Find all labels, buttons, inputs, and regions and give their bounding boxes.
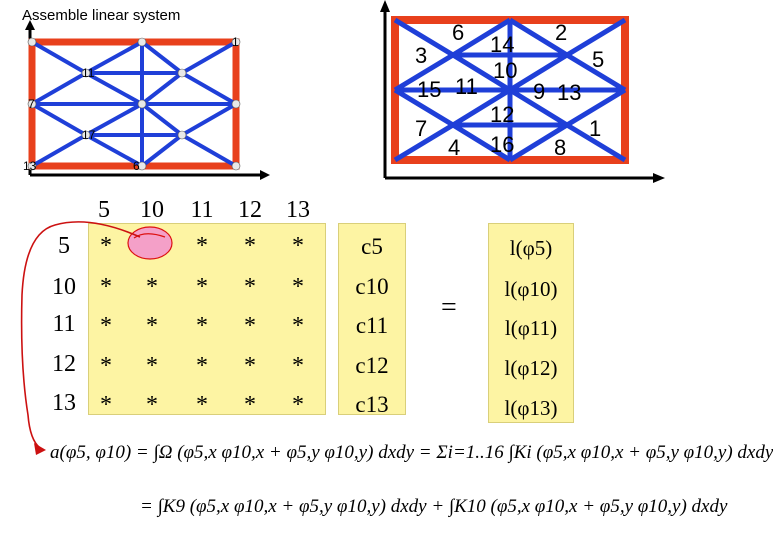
row-header: 13 <box>52 390 76 416</box>
col-header: 10 <box>140 197 164 223</box>
matrix-cell: * <box>196 313 208 339</box>
matrix-cell: * <box>196 233 208 259</box>
unknown-entry: c11 <box>355 313 389 338</box>
matrix-cell: * <box>100 353 112 379</box>
left-node-label: 7 <box>28 97 35 111</box>
rhs-entry: l(φ10) <box>504 277 558 301</box>
matrix-cell: * <box>292 392 304 418</box>
matrix-cell: * <box>146 313 158 339</box>
matrix-cell: * <box>292 313 304 339</box>
matrix-cell: * <box>100 313 112 339</box>
matrix-cell: * <box>196 392 208 418</box>
matrix-cell: * <box>100 274 112 300</box>
matrix-cell: * <box>196 353 208 379</box>
matrix-cell: * <box>292 353 304 379</box>
left-node-label: 13 <box>23 159 37 173</box>
triangle-label: 6 <box>452 20 464 45</box>
matrix-cell: * <box>146 353 158 379</box>
rhs-entry: l(φ12) <box>504 356 558 380</box>
matrix-cell: * <box>244 274 256 300</box>
rhs-entry: l(φ5) <box>509 236 553 260</box>
col-header: 13 <box>286 197 310 223</box>
left-node-label: 17 <box>82 128 96 142</box>
col-header: 12 <box>238 197 262 223</box>
matrix-cell: * <box>100 233 112 259</box>
highlighted-entry <box>127 226 173 260</box>
triangle-label: 8 <box>554 135 566 160</box>
matrix-cell: * <box>146 392 158 418</box>
triangle-label: 3 <box>415 43 427 68</box>
unknown-entry: c13 <box>355 392 389 417</box>
matrix-cell: * <box>244 392 256 418</box>
rhs-entry: l(φ11) <box>504 316 558 340</box>
matrix-cell: * <box>100 392 112 418</box>
right-edges <box>393 17 627 163</box>
matrix-cell: * <box>292 274 304 300</box>
unknown-entry: c5 <box>361 234 383 259</box>
triangle-label: 15 <box>417 77 441 102</box>
left-edges <box>31 40 237 168</box>
triangle-label: 12 <box>490 102 514 127</box>
unknown-vector-panel <box>338 223 406 415</box>
row-header: 5 <box>58 233 70 259</box>
unknown-entry: c10 <box>355 274 389 299</box>
left-mesh: 13 7 1 17 11 6 <box>23 20 270 180</box>
matrix-panel <box>88 223 326 415</box>
matrix-cell: * <box>196 274 208 300</box>
triangle-label: 1 <box>589 116 601 141</box>
triangle-label: 7 <box>415 116 427 141</box>
triangle-label: 5 <box>592 47 604 72</box>
col-header: 5 <box>98 197 110 223</box>
triangle-label: 11 <box>455 74 478 99</box>
triangle-label: 10 <box>493 58 517 83</box>
triangle-label: 13 <box>557 80 581 105</box>
left-node-label: 6 <box>133 159 140 173</box>
equals-sign: = <box>441 292 457 323</box>
row-header: 12 <box>52 351 76 377</box>
row-header: 11 <box>52 311 76 337</box>
matrix-cell: * <box>292 233 304 259</box>
col-header: 11 <box>190 197 214 223</box>
left-node-label: 1 <box>232 35 239 49</box>
right-axes <box>380 0 665 183</box>
matrix-cell: * <box>244 233 256 259</box>
formula-line-2: = ∫K9 (φ5,x φ10,x + φ5,y φ10,y) dxdy + ∫… <box>140 496 728 517</box>
triangle-label: 4 <box>448 135 460 160</box>
triangle-label: 16 <box>490 132 514 157</box>
matrix-cell: * <box>244 313 256 339</box>
rhs-entry: l(φ13) <box>504 396 558 420</box>
left-nodes <box>27 37 241 171</box>
row-header: 10 <box>52 274 76 300</box>
triangle-label: 9 <box>533 79 545 104</box>
left-node-label: 11 <box>82 66 95 80</box>
matrix-cell: * <box>146 274 158 300</box>
page-title: Assemble linear system <box>22 7 181 24</box>
formula-line-1: a(φ5, φ10) = ∫Ω (φ5,x φ10,x + φ5,y φ10,y… <box>50 442 773 463</box>
annotation-arrow <box>20 221 141 455</box>
right-mesh: 6 14 2 3 10 5 15 11 9 13 12 7 16 1 4 8 <box>380 0 665 183</box>
triangle-label: 2 <box>555 20 567 45</box>
matrix-cell: * <box>244 353 256 379</box>
unknown-entry: c12 <box>355 353 389 378</box>
rhs-vector-panel <box>488 223 574 423</box>
triangle-label: 14 <box>490 32 514 57</box>
